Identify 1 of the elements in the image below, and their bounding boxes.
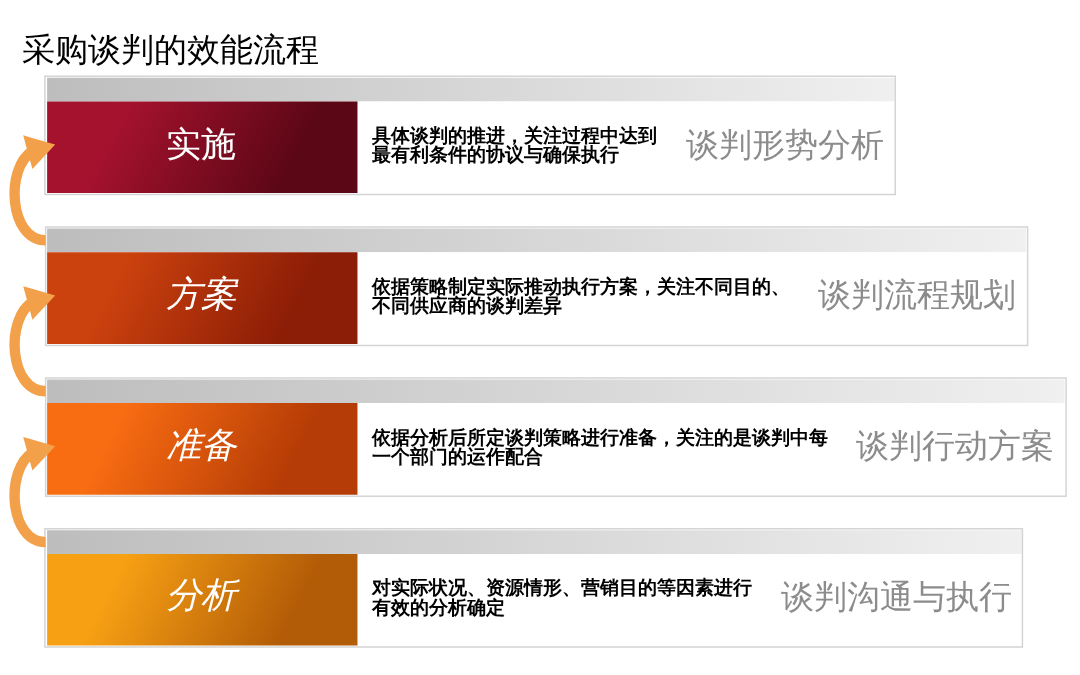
diagram-title: 采购谈判的效能流程 [22, 30, 320, 69]
